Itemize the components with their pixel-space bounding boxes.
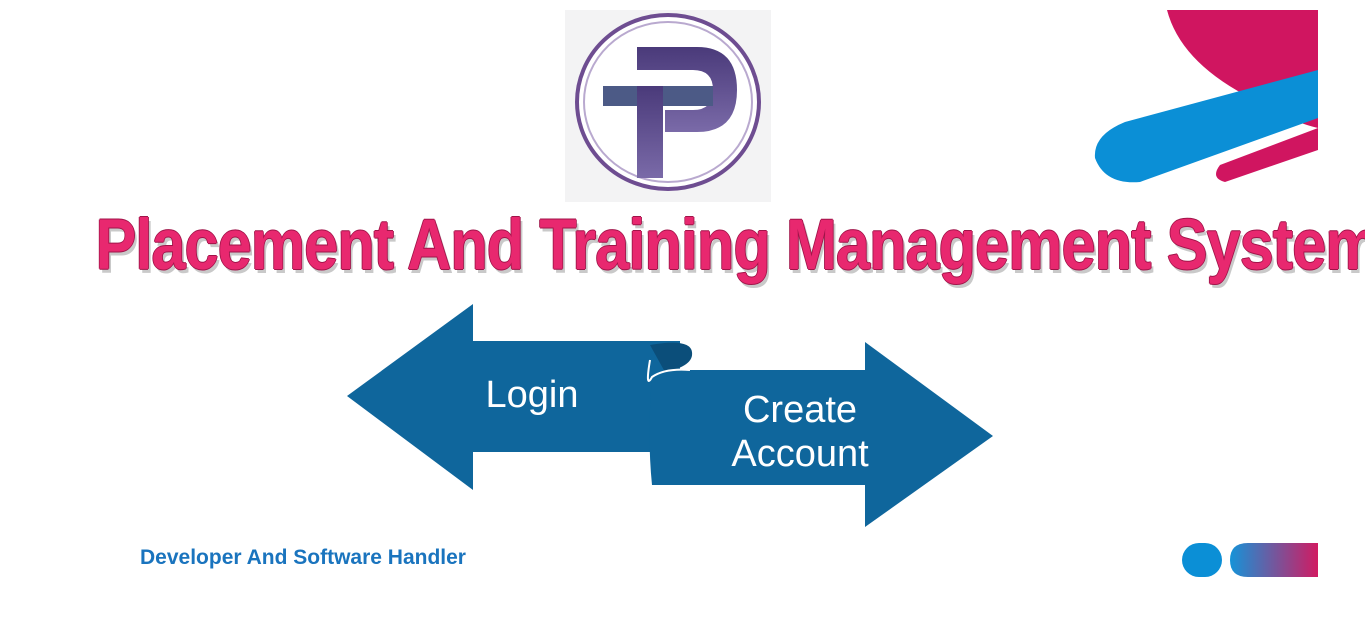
login-button[interactable]: Login <box>462 373 602 417</box>
tp-monogram-logo-icon <box>575 13 761 191</box>
create-account-label-line2: Account <box>731 433 869 475</box>
corner-swoosh-decoration <box>1094 10 1318 183</box>
login-label: Login <box>485 374 579 416</box>
logo <box>565 10 771 202</box>
login-arrow[interactable] <box>347 304 680 490</box>
developer-link[interactable]: Developer And Software Handler <box>140 546 466 569</box>
create-account-button[interactable]: Create Account <box>700 388 900 476</box>
create-account-label-line1: Create <box>742 389 858 431</box>
navigation-arrows <box>347 304 994 527</box>
decorative-pills <box>1182 543 1318 577</box>
page-title: Placement And Training Management System <box>95 206 1365 285</box>
create-account-arrow[interactable] <box>649 342 994 527</box>
